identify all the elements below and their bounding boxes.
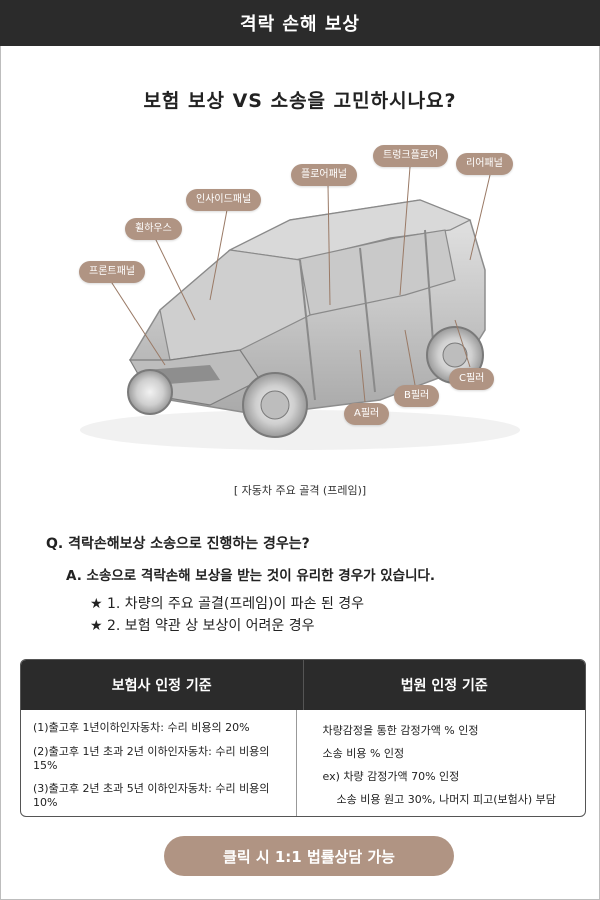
table-row: 소송 비용 원고 30%, 나머지 피고(보험사) 부담 xyxy=(336,792,556,806)
table-row: (3)출고후 2년 초과 5년 이하인자동차: 수리 비용의 10% xyxy=(33,782,270,809)
table-row: ex) 차량 감정가액 70% 인정 xyxy=(322,769,460,783)
label-inside-panel: 인사이드패널 xyxy=(186,189,262,211)
label-wheel-house: 휠하우스 xyxy=(125,218,182,240)
table-body: (1)출고후 1년이하인자동차: 수리 비용의 20% (2)출고후 1년 초과… xyxy=(21,710,586,816)
question-text: Q. 격락손해보상 소송으로 진행하는 경우는? xyxy=(46,536,310,552)
label-front-panel: 프론트패널 xyxy=(79,261,145,283)
page-header: 격락 손해 보상 xyxy=(0,0,600,46)
table-row: 차량감정을 통한 감정가액 % 인정 xyxy=(322,723,479,737)
point-item: ★ 2. 보험 약관 상 보상이 어려운 경우 xyxy=(90,618,315,634)
label-rear-panel: 리어패널 xyxy=(456,153,513,175)
label-floor-panel: 플로어패널 xyxy=(291,164,357,186)
table-row: (2)출고후 1년 초과 2년 이하인자동차: 수리 비용의 15% xyxy=(33,745,270,772)
insurer-criteria-cell: (1)출고후 1년이하인자동차: 수리 비용의 20% (2)출고후 1년 초과… xyxy=(21,710,296,816)
answer-text: A. 소송으로 격락손해 보상을 받는 것이 유리한 경우가 있습니다. xyxy=(66,568,436,584)
insurer-criteria-header: 보험사 인정 기준 xyxy=(111,678,212,694)
point-item: ★ 1. 차량의 주요 골결(프레임)이 파손 된 경우 xyxy=(90,596,365,612)
header-title: 격락 손해 보상 xyxy=(240,14,360,35)
label-trunk-floor: 트렁크플로어 xyxy=(373,145,449,167)
label-a-pillar: A필러 xyxy=(344,403,390,425)
table-header-row: 보험사 인정 기준 법원 인정 기준 xyxy=(21,660,585,710)
image-caption: [ 자동차 주요 골격 (프레임)] xyxy=(233,484,367,497)
label-b-pillar: B필러 xyxy=(394,385,440,407)
car-frame-illustration: 프론트패널 휠하우스 인사이드패널 플로어패널 트렁크플로어 리어패널 A필러 … xyxy=(60,130,540,470)
criteria-table: 보험사 인정 기준 법원 인정 기준 (1)출고후 1년이하인자동차: 수리 비… xyxy=(20,659,586,817)
table-row: (1)출고후 1년이하인자동차: 수리 비용의 20% xyxy=(33,721,250,734)
table-row: 소송 비용 % 인정 xyxy=(322,746,405,760)
court-criteria-cell: 차량감정을 통한 감정가액 % 인정 소송 비용 % 인정 ex) 차량 감정가… xyxy=(295,710,586,816)
legal-consult-button[interactable]: 클릭 시 1:1 법률상담 가능 xyxy=(164,836,454,876)
court-criteria-header: 법원 인정 기준 xyxy=(302,660,586,710)
car-frame-drawing xyxy=(80,166,520,450)
label-c-pillar: C필러 xyxy=(449,368,495,390)
headline: 보험 보상 VS 소송을 고민하시나요? xyxy=(143,90,457,112)
